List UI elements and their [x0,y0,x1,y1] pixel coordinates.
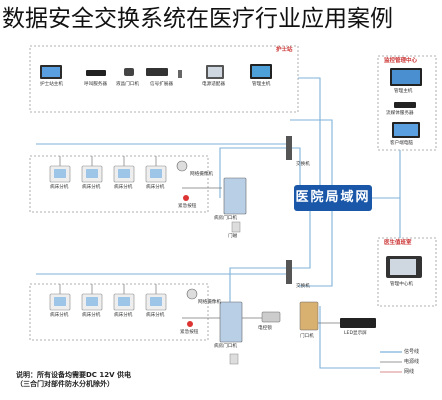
monitor-center-devices [390,68,422,138]
nurse-device-label: 电源适配器 [202,82,225,87]
network-wires [36,77,401,369]
monitor-device-label: 客户端电脑 [390,141,413,146]
ward-row2-devices [49,288,376,365]
legend-network: 信号线 [404,349,420,355]
ward1-alarm-label: 紧急按钮 [178,204,197,209]
nurse-station-title: 护士站 [276,47,293,53]
nurse-device-label: 信号扩展器 [150,82,173,87]
network-diagram: 医院局域网 护士站 监控管理中心 医生值班室 护士站主机 呼叫服务器 液晶门口机… [0,38,442,400]
monitor-center-box [377,55,437,151]
note-line-2: （三合门对部件防水分机除外） [16,380,114,388]
monitor-device-label: 管理主机 [394,89,413,94]
nurse-device-label: 呼叫服务器 [84,82,107,87]
ward1-bed-label: 病床分机 [50,185,69,190]
ward2-camera-label: 网络摄像机 [198,300,221,305]
switch-upper [286,136,292,160]
nurse-device-label: 护士站主机 [40,82,63,87]
ward-row1-box [29,155,209,213]
legend-lines [380,351,402,373]
diagram-drawing [29,45,437,373]
ward2-bed-label: 病床分机 [50,313,69,318]
monitor-device-label: 流媒体服务器 [386,111,414,116]
ward2-door-label: 病房门口机 [214,344,237,349]
duty-device-label: 管理中心机 [390,282,413,287]
ward1-bed-label: 病床分机 [114,185,133,190]
diagram-note: 说明：所有设备均需要DC 12V 供电 （三合门对部件防水分机除外） [16,371,131,389]
nurse-station-box [29,45,299,113]
ward1-bed-label: 病床分机 [146,185,165,190]
ward1-door-label: 病房门口机 [214,216,237,221]
nurse-station-devices [40,64,272,79]
nurse-device-label: 液晶门口机 [116,82,139,87]
duty-room-box [377,237,437,307]
ward1-bed-label: 病床分机 [82,185,101,190]
monitor-center-title: 监控管理中心 [384,58,418,64]
ward-row1-devices [49,160,247,233]
note-line-1: 说明：所有设备均需要DC 12V 供电 [16,371,131,379]
hospital-lan-hub: 医院局域网 [294,185,372,211]
legend-power: 网线 [404,369,415,375]
ward2-bed-label: 病床分机 [146,313,165,318]
legend-signal: 电源线 [404,359,420,365]
nurse-device-label: 管理主机 [252,82,271,87]
duty-room-device [386,256,422,278]
switch-lower [286,260,292,284]
ward-row2-box [29,283,209,341]
duty-room-title: 医生值班室 [384,240,412,246]
ward2-lock-label: 电控锁 [258,326,272,331]
page-title: 数据安全交换系统在医疗行业应用案例 [2,6,393,32]
ward2-alarm-label: 紧急按钮 [180,330,199,335]
ward1-camera-label: 网络摄像机 [190,172,213,177]
ward1-lock-label: 门磁 [228,234,238,239]
ward2-bed-label: 病床分机 [82,313,101,318]
ward1-switch-label: 交换机 [296,162,310,167]
ward2-outdoor-label: 门口机 [300,334,314,339]
ward2-bed-label: 病床分机 [114,313,133,318]
ward2-led-label: LED显示屏 [344,331,367,336]
ward2-switch-label: 交换机 [296,284,310,289]
